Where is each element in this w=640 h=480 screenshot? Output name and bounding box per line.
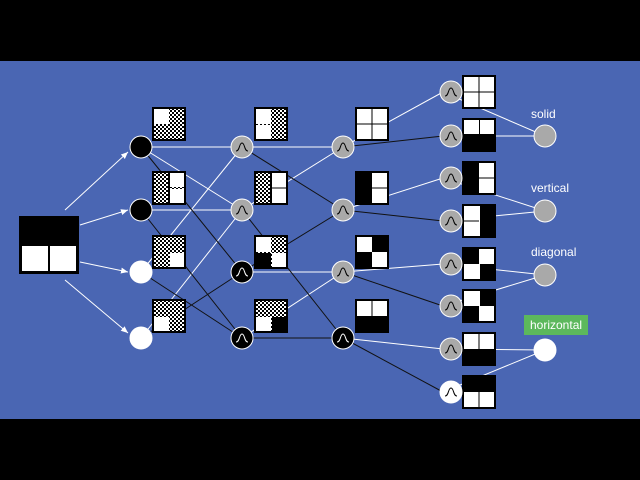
filter-l4-7 [462,332,496,366]
neuron-l3-1 [331,135,355,159]
neuron-l4-8 [439,380,463,404]
filter-l2-4 [254,299,288,333]
output-neurons [533,124,557,362]
output-diagonal [533,263,557,287]
neuron-l2-3 [230,260,254,284]
neuron-l4-2 [439,124,463,148]
neuron-l3-4 [331,326,355,350]
neuron-l2-4 [230,326,254,350]
layer4-neurons [439,80,463,404]
filter-l3-4 [355,299,389,333]
neuron-l4-7 [439,337,463,361]
neuron-l4-3 [439,166,463,190]
filter-l1-3 [152,235,186,269]
diagram-background [0,61,640,419]
filter-l4-5 [462,247,496,281]
neuron-l1-4 [129,326,153,350]
neuron-l1-2 [129,198,153,222]
neuron-l2-2 [230,198,254,222]
output-vertical [533,199,557,223]
neuron-l1-1 [129,135,153,159]
filter-l2-3 [254,235,288,269]
layer4-filters [462,75,496,409]
neuron-l3-2 [331,198,355,222]
neuron-l4-1 [439,80,463,104]
output-label-diagonal: diagonal [531,245,577,259]
output-horizontal [533,338,557,362]
input-image [19,216,79,274]
filter-l3-1 [355,107,389,141]
layer1-filters [152,107,186,333]
layer3-neurons [331,135,355,350]
filter-l1-4 [152,299,186,333]
filter-l3-2 [355,171,389,205]
output-label-horizontal: horizontal [524,315,589,335]
neuron-l4-6 [439,294,463,318]
filter-l4-4 [462,204,496,238]
neuron-l2-1 [230,135,254,159]
layer2-neurons [230,135,254,350]
filter-l4-3 [462,161,496,195]
filter-l4-2 [462,118,496,152]
output-solid [533,124,557,148]
output-label-solid: solid [531,107,556,121]
filter-l2-2 [254,171,288,205]
input-arrows [64,151,129,334]
filter-l4-8 [462,375,496,409]
layer2-filters [254,107,288,333]
layer1-neurons [129,135,153,350]
filter-l3-3 [355,235,389,269]
filter-l1-1 [152,107,186,141]
neuron-l4-4 [439,209,463,233]
layer3-filters [355,107,389,333]
filter-l4-6 [462,289,496,323]
neuron-l3-3 [331,260,355,284]
filter-l2-1 [254,107,288,141]
output-label-vertical: vertical [531,181,570,195]
neuron-l1-3 [129,260,153,284]
filter-l1-2 [152,171,186,205]
neuron-l4-5 [439,252,463,276]
filter-l4-1 [462,75,496,109]
black-connections [140,135,444,393]
